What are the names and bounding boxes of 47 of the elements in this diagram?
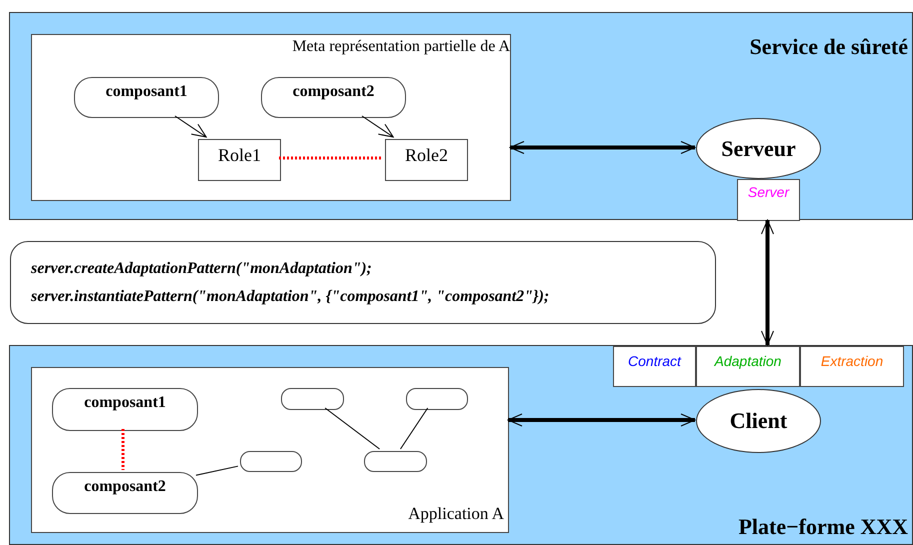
connector-line xyxy=(400,408,428,450)
empty-rounded-box xyxy=(281,388,344,410)
interface-label: Server xyxy=(748,184,790,202)
service-band xyxy=(9,12,913,220)
component-pill xyxy=(52,388,198,431)
component-label: composant1 xyxy=(84,393,166,413)
empty-rounded-box xyxy=(406,388,468,410)
component-label: composant2 xyxy=(84,477,166,497)
role-box xyxy=(385,139,468,181)
code-box xyxy=(10,241,716,324)
component-pill xyxy=(261,77,406,118)
arrow xyxy=(761,220,774,346)
band-title: Plate−forme XXX xyxy=(738,512,908,540)
interface-label: Extraction xyxy=(820,353,884,371)
ellipse-label: Client xyxy=(730,407,788,435)
interface-box xyxy=(696,346,800,387)
frame-box xyxy=(31,34,511,201)
code-line: server.instantiatePattern("monAdaptation", {"composant1", "composant2"}); xyxy=(31,286,550,306)
component-pill xyxy=(74,77,219,118)
interface-box xyxy=(613,346,696,387)
arrow xyxy=(508,414,696,426)
component-pill xyxy=(52,472,198,514)
arrow xyxy=(174,116,207,138)
interface-box xyxy=(737,179,800,221)
frame-title: Meta représentation partielle de A xyxy=(292,37,510,57)
arrow xyxy=(510,141,696,154)
interface-box xyxy=(800,346,904,387)
connector-line xyxy=(279,156,383,160)
component-label: composant1 xyxy=(106,82,188,102)
frame-box xyxy=(31,367,509,533)
connector-line xyxy=(324,408,380,450)
platform-band xyxy=(9,345,913,545)
band-title: Service de sûreté xyxy=(750,33,908,60)
arrow xyxy=(362,116,394,138)
frame-title: Application A xyxy=(408,502,504,524)
role-box xyxy=(198,139,281,181)
connector-line xyxy=(196,466,238,476)
empty-rounded-box xyxy=(240,451,302,472)
empty-rounded-box xyxy=(364,451,427,472)
component-label: composant2 xyxy=(292,82,374,102)
connector-line xyxy=(122,429,124,470)
role-label: Role2 xyxy=(405,144,448,167)
role-label: Role1 xyxy=(218,144,261,167)
ellipse-label: Serveur xyxy=(721,134,796,162)
code-line: server.createAdaptationPattern("monAdaptation"); xyxy=(31,258,373,278)
interface-label: Contract xyxy=(628,353,681,371)
interface-label: Adaptation xyxy=(714,353,782,371)
